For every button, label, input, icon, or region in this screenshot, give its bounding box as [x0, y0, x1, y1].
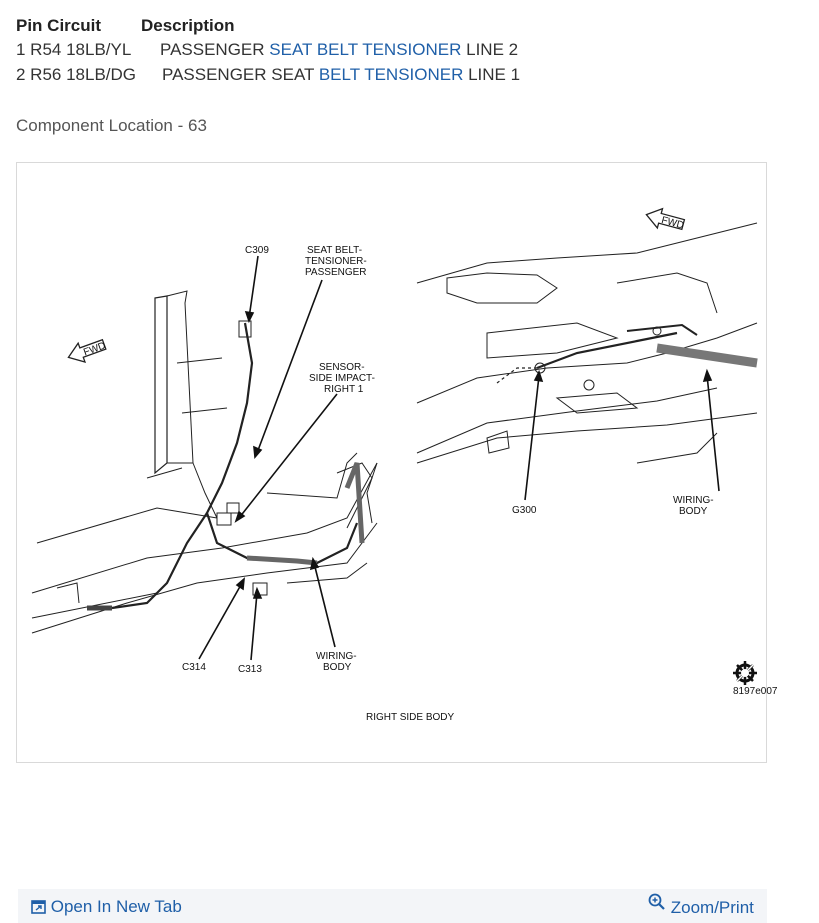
description-text: PASSENGER SEAT: [162, 65, 319, 84]
seat-belt-label: SEAT BELT-: [307, 245, 362, 256]
open-tab-icon: [31, 900, 46, 914]
description-text: LINE 1: [463, 65, 521, 84]
wiring-diagram: FWD FWD C309 SEAT BELT- TENSIONER- PASSE…: [31, 207, 778, 723]
sensor-label: SIDE IMPACT-: [309, 373, 375, 384]
zoom-print-link[interactable]: Zoom/Print: [648, 893, 754, 917]
description-text: PASSENGER: [160, 40, 270, 59]
description-cell: PASSENGER SEAT BELT TENSIONER LINE 2: [160, 40, 518, 60]
zoom-in-icon: [648, 893, 665, 910]
description-header: Description: [141, 16, 235, 35]
gear-service-icon: [733, 661, 757, 685]
sensor-label: RIGHT 1: [324, 384, 364, 395]
sensor-label: SENSOR-: [319, 362, 365, 373]
open-new-tab-link[interactable]: Open In New Tab: [31, 897, 182, 917]
fwd-arrow-icon: FWD: [67, 338, 107, 363]
seat-belt-label: TENSIONER-: [305, 256, 367, 267]
c309-label: C309: [245, 245, 269, 256]
diagram-footer: Open In New Tab Zoom/Print: [18, 889, 767, 923]
figure-code: 8197e007: [733, 686, 778, 697]
wiring-body-label: BODY: [323, 662, 352, 673]
description-cell: PASSENGER SEAT BELT TENSIONER LINE 1: [162, 65, 520, 85]
g300-label: G300: [512, 505, 537, 516]
wiring-body-label: WIRING-: [673, 495, 714, 506]
fwd-arrow-icon: FWD: [645, 207, 686, 232]
seat-belt-tensioner-link[interactable]: SEAT BELT TENSIONER: [269, 40, 462, 59]
pin-circuit-header: Pin Circuit: [16, 16, 102, 35]
diagram-caption: RIGHT SIDE BODY: [366, 712, 454, 723]
wiring-body-label: WIRING-: [316, 651, 357, 662]
description-text: LINE 2: [461, 40, 519, 59]
pin-circuit-cell: 1 R54 18LB/YL: [16, 40, 132, 59]
component-location: Component Location - 63: [16, 116, 207, 135]
belt-tensioner-link[interactable]: BELT TENSIONER: [318, 65, 464, 84]
diagram-frame: FWD FWD C309 SEAT BELT- TENSIONER- PASSE…: [16, 162, 778, 923]
fwd-label: FWD: [82, 340, 107, 358]
open-new-tab-label: Open In New Tab: [50, 897, 182, 916]
c313-label: C313: [238, 664, 262, 675]
seat-belt-label: PASSENGER: [305, 267, 367, 278]
c314-label: C314: [182, 662, 206, 673]
pin-circuit-cell: 2 R56 18LB/DG: [16, 65, 137, 84]
fwd-label: FWD: [660, 215, 685, 232]
zoom-print-label: Zoom/Print: [670, 898, 754, 917]
wiring-body-label: BODY: [679, 506, 708, 517]
